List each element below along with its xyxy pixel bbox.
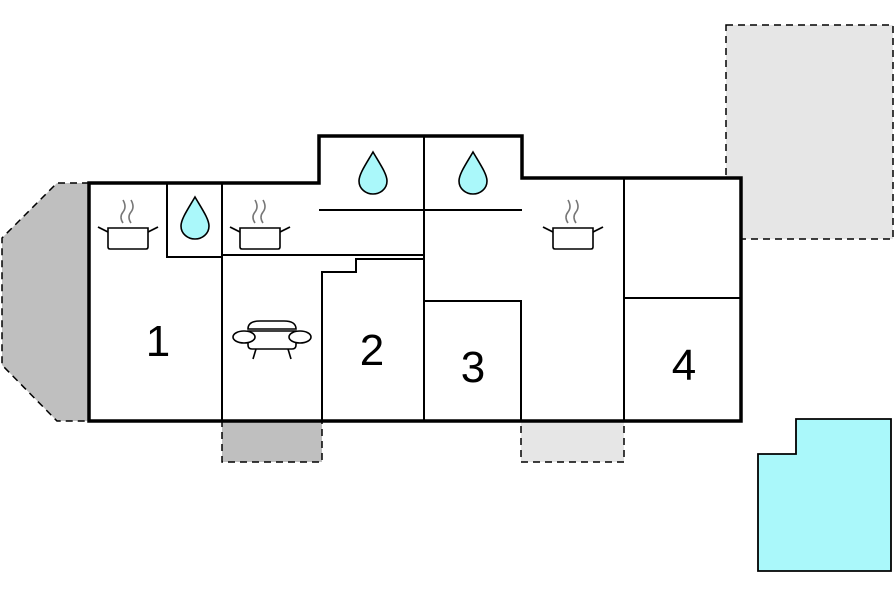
room-label-2: 2 <box>360 326 384 375</box>
terrace-south-1 <box>221 420 323 463</box>
room-label-1: 1 <box>146 317 170 366</box>
house-outline <box>87 134 743 423</box>
terrace-west <box>1 182 90 422</box>
sofa-icon <box>232 320 312 360</box>
terrace-northeast <box>725 24 894 240</box>
room-label-3: 3 <box>461 343 485 392</box>
room-label-4: 4 <box>672 341 696 390</box>
terrace-south-2 <box>520 420 625 463</box>
interior-walls <box>166 136 741 421</box>
pool <box>757 418 892 572</box>
